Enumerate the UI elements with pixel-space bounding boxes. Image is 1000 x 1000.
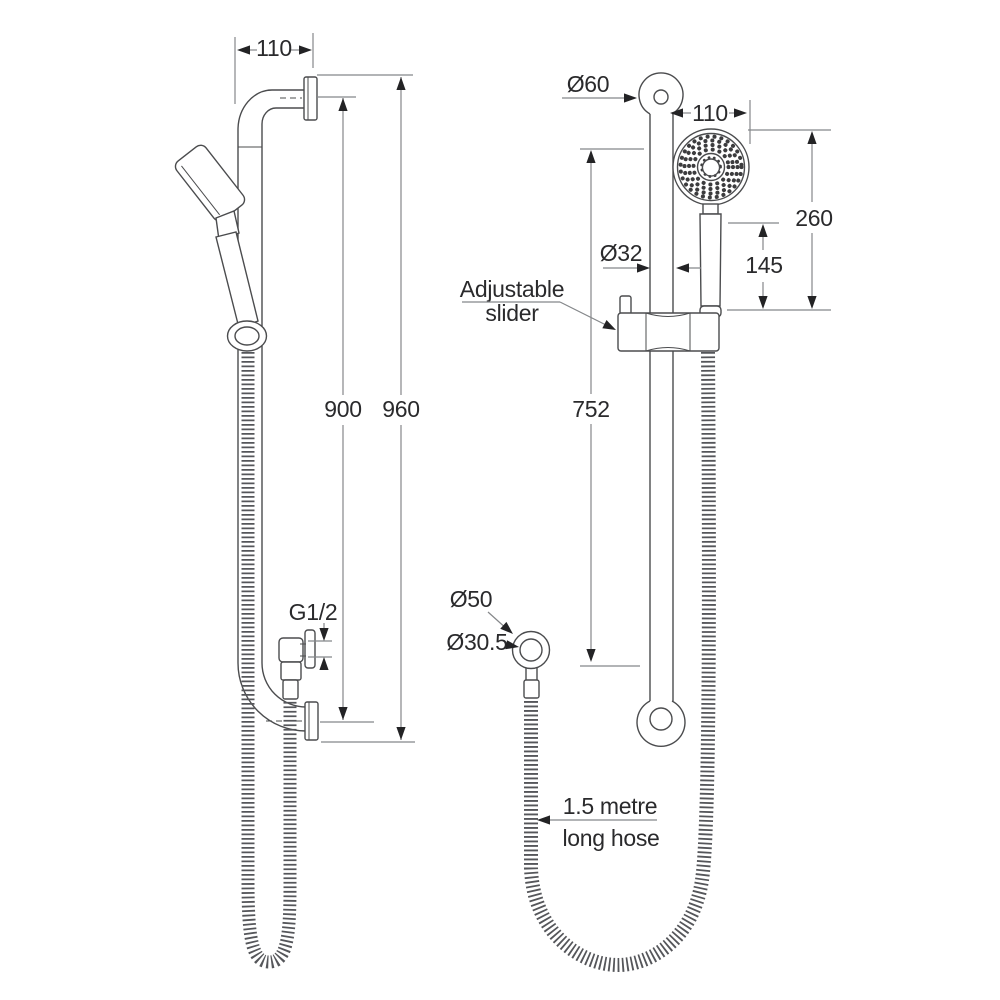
spray-selector-trefoil <box>701 158 721 177</box>
wall-flange-top <box>303 76 318 121</box>
shower-hose-side <box>241 352 297 969</box>
slider-label-line1: Adjustable <box>460 276 564 302</box>
nozzle-ring <box>687 143 735 191</box>
shower-hose-front <box>524 351 716 973</box>
dim-label-outlet-inner: Ø30.5 <box>446 629 507 655</box>
rail-bottom-bend <box>636 700 686 748</box>
dim-label-head-offset: 110 <box>692 100 728 126</box>
handshower-neck-front <box>702 203 719 215</box>
shower-head-front <box>672 128 750 206</box>
side-view: 110 900 960 G1/2 <box>174 33 420 969</box>
dim-label-head-assembly-height: 260 <box>795 205 832 231</box>
nozzle-ring-inner <box>691 147 731 187</box>
dim-label-thread: G1/2 <box>289 599 338 625</box>
nozzle-ring <box>682 138 740 196</box>
handshower-handle-side <box>215 231 259 329</box>
handshower-side <box>174 144 259 329</box>
handshower-handle-front <box>699 213 722 318</box>
handshower-head-side <box>174 144 246 222</box>
slider-label-line2: slider <box>485 300 539 326</box>
hose-label-line1: 1.5 metre <box>563 793 657 819</box>
rail-front <box>636 72 686 748</box>
nozzle-ring-outer <box>678 134 744 200</box>
dim-label-wall-offset: 110 <box>256 35 292 61</box>
dim-label-handle-length: 145 <box>745 252 782 278</box>
side-view-dimensions: 110 900 960 G1/2 <box>234 33 420 743</box>
slider-ring-side <box>226 320 268 352</box>
hose-label-line2: long hose <box>562 825 659 851</box>
dim-label-mount-height: 900 <box>324 396 361 422</box>
wall-outlet-front <box>511 630 551 699</box>
dim-label-outlet-outer: Ø50 <box>450 586 493 612</box>
wall-flange-bottom <box>304 701 319 741</box>
dim-label-rail-length: 752 <box>572 396 609 422</box>
supply-elbow <box>278 629 316 700</box>
dim-label-top-bend-diameter: Ø60 <box>567 71 610 97</box>
slider-lock-knob <box>619 295 632 315</box>
front-view-dimensions: Ø60 110 260 145 <box>446 71 833 851</box>
front-view: Ø60 110 260 145 <box>446 71 833 973</box>
dim-label-overall-height: 960 <box>382 396 419 422</box>
rail-top-bend <box>638 72 684 115</box>
dim-label-rail-diameter: Ø32 <box>600 240 643 266</box>
adjustable-slider <box>617 295 720 352</box>
